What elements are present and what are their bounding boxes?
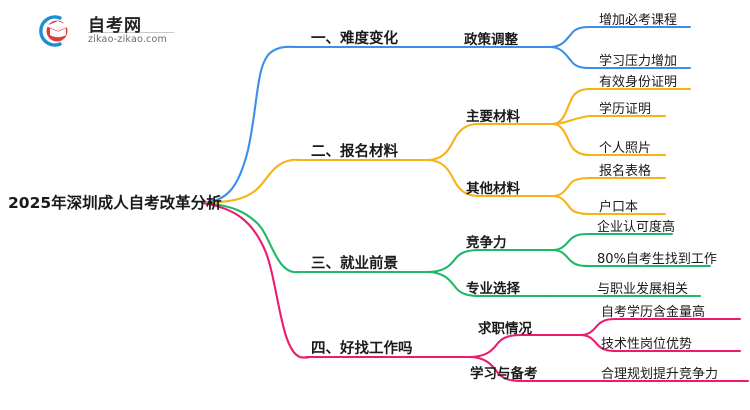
branch-1-connectors xyxy=(200,25,692,205)
subbranch-node-2-2[interactable]: 其他材料 xyxy=(466,181,520,197)
logo-domain: zikao-zikao.com xyxy=(88,34,167,45)
branch-3-connectors xyxy=(200,201,712,298)
subbranch-node-1-1[interactable]: 政策调整 xyxy=(464,32,518,48)
branch-2-connectors xyxy=(200,87,692,216)
logo-name: 自考网 xyxy=(88,16,142,36)
branch-node-3[interactable]: 三、就业前景 xyxy=(311,256,398,272)
leaf-node-4-1-2[interactable]: 技术性岗位优势 xyxy=(601,337,693,352)
branch-node-2[interactable]: 二、报名材料 xyxy=(311,144,398,160)
logo-divider xyxy=(88,32,174,33)
leaf-node-1-1-2[interactable]: 学习压力增加 xyxy=(599,54,678,69)
mindmap-root-node[interactable]: 2025年深圳成人自考改革分析 xyxy=(8,194,222,212)
leaf-node-2-2-2[interactable]: 户口本 xyxy=(599,200,639,215)
branch-node-4[interactable]: 四、好找工作吗 xyxy=(311,341,413,357)
leaf-node-3-1-1[interactable]: 企业认可度高 xyxy=(597,220,676,235)
subbranch-node-3-2[interactable]: 专业选择 xyxy=(466,281,520,297)
leaf-node-1-1-1[interactable]: 增加必考课程 xyxy=(599,13,678,28)
leaf-node-3-1-2[interactable]: 80%自考生找到工作 xyxy=(597,252,717,267)
branch-4-connectors xyxy=(200,201,750,383)
subbranch-node-4-1[interactable]: 求职情况 xyxy=(478,321,532,337)
subbranch-node-3-1[interactable]: 竞争力 xyxy=(466,235,507,251)
leaf-node-2-2-1[interactable]: 报名表格 xyxy=(599,164,652,179)
logo-mark-icon xyxy=(39,15,70,47)
subbranch-node-4-2[interactable]: 学习与备考 xyxy=(470,366,538,382)
leaf-node-3-2-1[interactable]: 与职业发展相关 xyxy=(597,282,689,297)
leaf-node-2-1-2[interactable]: 学历证明 xyxy=(599,102,652,117)
leaf-node-4-1-1[interactable]: 自考学历含金量高 xyxy=(601,305,706,320)
leaf-node-2-1-1[interactable]: 有效身份证明 xyxy=(599,75,678,90)
leaf-node-4-2-1[interactable]: 合理规划提升竞争力 xyxy=(601,367,719,382)
site-logo[interactable]: 自考网 zikao-zikao.com xyxy=(26,10,176,50)
branch-node-1[interactable]: 一、难度变化 xyxy=(311,31,398,47)
leaf-node-2-1-3[interactable]: 个人照片 xyxy=(599,141,652,156)
subbranch-node-2-1[interactable]: 主要材料 xyxy=(466,109,520,125)
